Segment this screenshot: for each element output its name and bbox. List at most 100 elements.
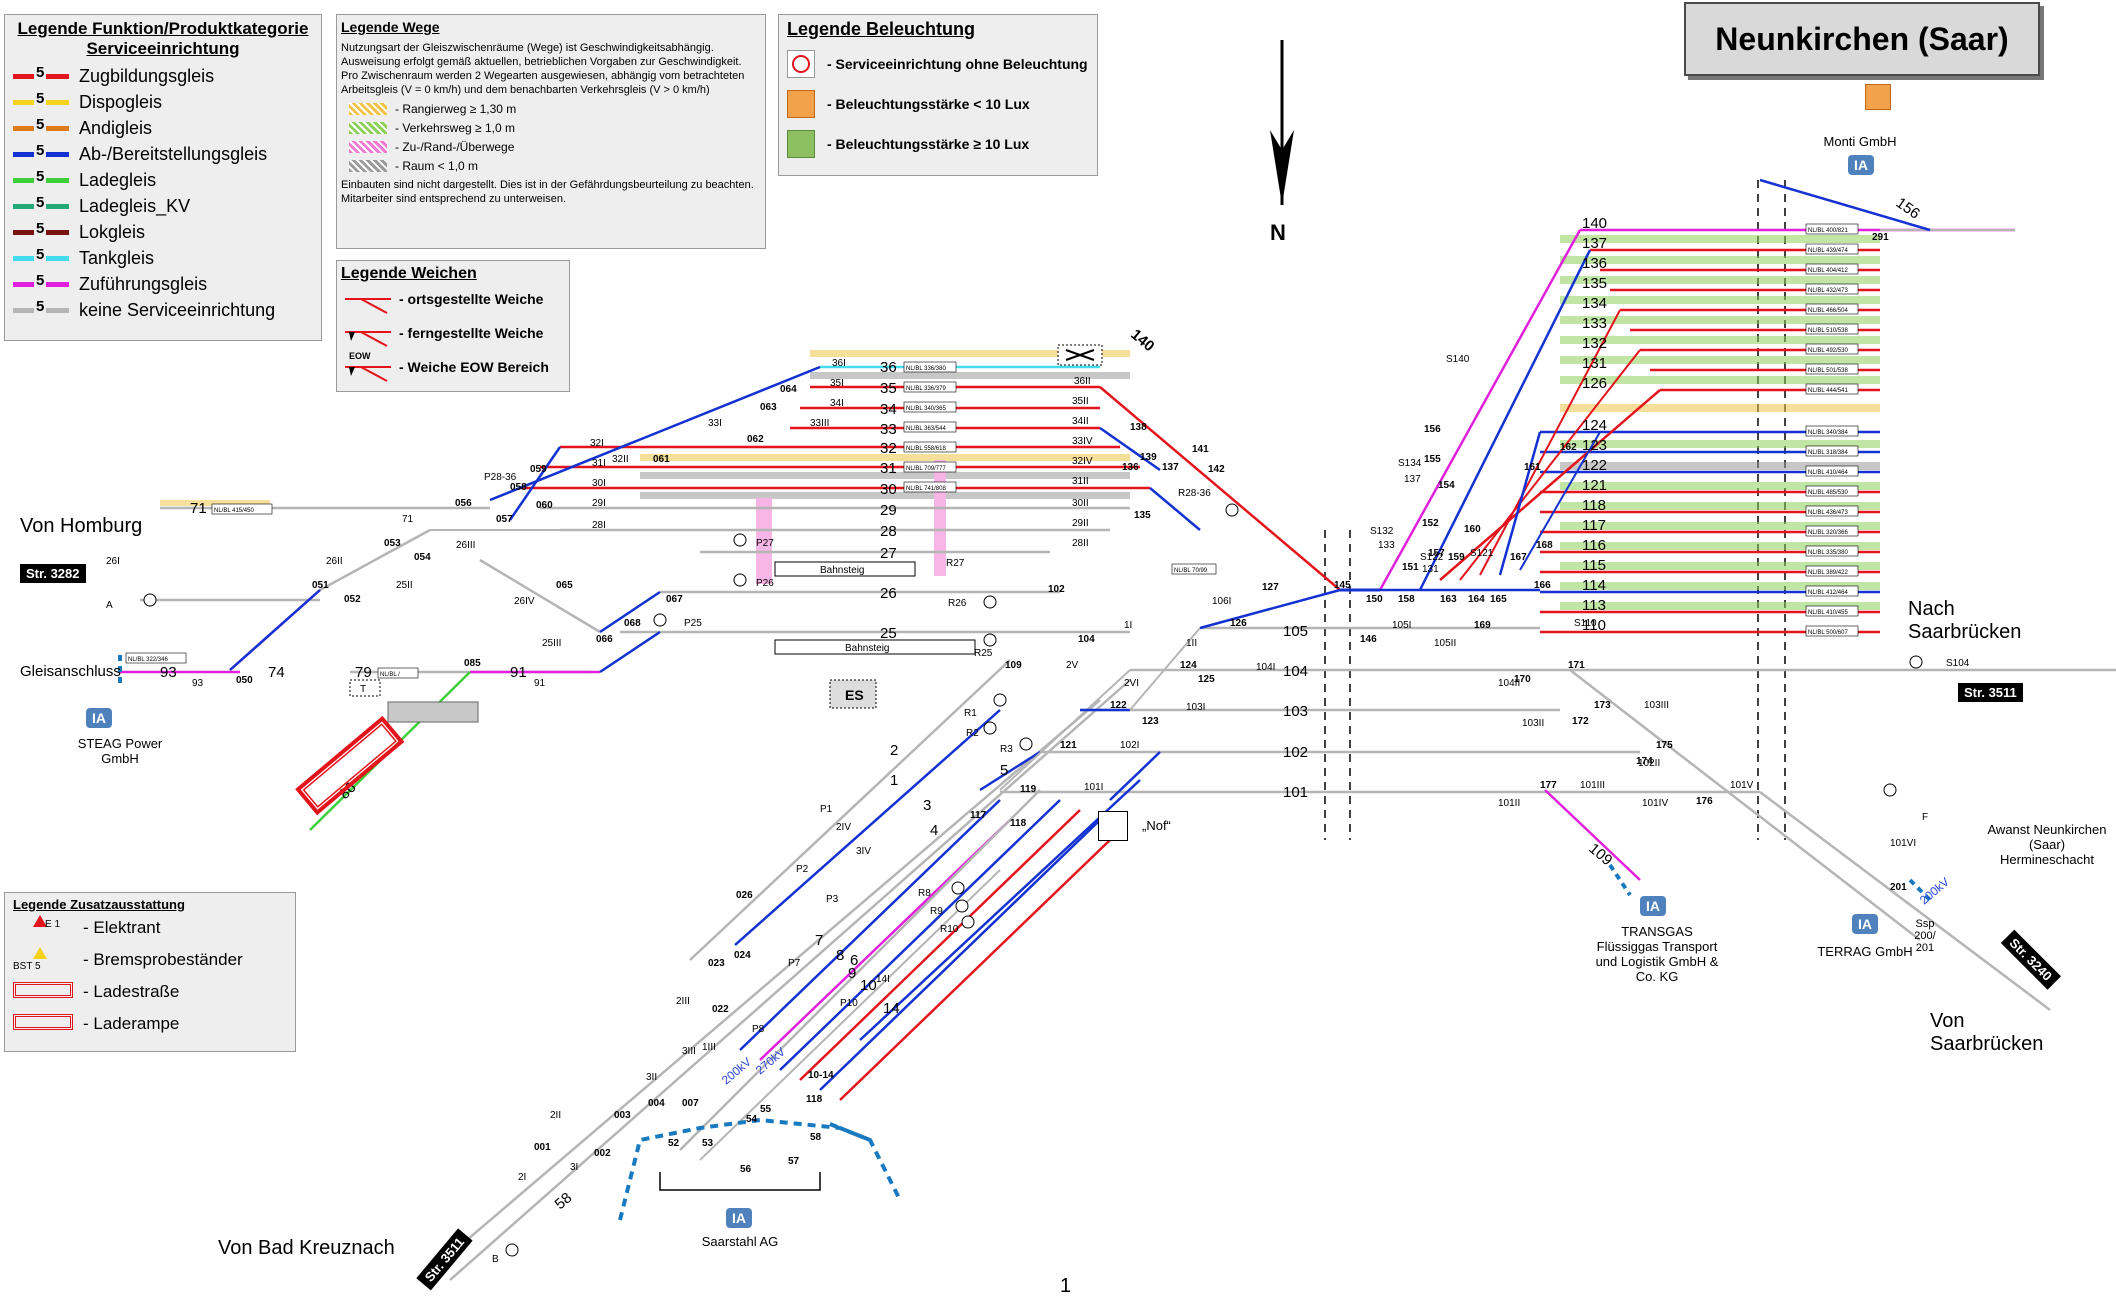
legend-function-label: Dispogleis [79, 91, 163, 112]
legend-weichen-item-0: - ortsgestellte Weiche [399, 291, 544, 307]
switch-label: 146 [1360, 634, 1377, 645]
legend-function-label: Zugbildungsgleis [79, 65, 215, 86]
legend-line-number: 5 [34, 63, 47, 81]
signal-label: S132 [1370, 526, 1394, 537]
green-lamp-icon [787, 130, 815, 158]
legend-line-number: 5 [34, 167, 47, 185]
track-tag-box [377, 667, 419, 679]
signal-label: 93 [192, 678, 204, 689]
switch-label: 127 [1262, 582, 1279, 593]
legend-line-number: 5 [34, 297, 47, 315]
legend-weichen-title: Legende Weichen [341, 265, 477, 282]
legend-function-label: Ab-/Bereitstellungsgleis [79, 143, 268, 164]
track-label-28: 28 [880, 523, 897, 540]
signal-icon [951, 881, 965, 895]
switch-label: 168 [1536, 540, 1553, 551]
switch-label: 002 [594, 1148, 611, 1159]
company-transgas: TRANSGAS Flüssiggas Transport und Logist… [1595, 924, 1719, 984]
signal-label: P8 [752, 1024, 765, 1035]
track-tag-box [1805, 545, 1859, 557]
legend-wege-label: - Raum < 1,0 m [395, 159, 479, 173]
track-label-156: 156 [1893, 194, 1923, 222]
switch-label: 054 [414, 552, 431, 563]
signal-icon [733, 533, 747, 547]
switch-label: 125 [1198, 674, 1215, 685]
track-label-118: 118 [1582, 497, 1606, 514]
place-nach-saarbruecken: Nach Saarbrücken [1908, 598, 2022, 643]
track-label-79: 79 [355, 664, 372, 681]
es-box [829, 679, 877, 709]
place-awanst: Awanst Neunkirchen (Saar) Hermineschacht [1987, 822, 2107, 867]
switch-label: 059 [530, 464, 547, 475]
track-label-113: 113 [1582, 597, 1606, 614]
signal-icon [993, 693, 1007, 707]
legend-function-label: Tankgleis [79, 247, 155, 268]
switch-label: 172 [1572, 716, 1589, 727]
left-yard: 140 36 35 34 33 32 31 30 29 28 27 26 25 … [120, 326, 1341, 831]
switch-label: 135 [1134, 510, 1151, 521]
track-label-137: 137 [1582, 235, 1607, 252]
legend-function-label: Ladegleis_KV [79, 195, 191, 216]
track-label-104: 104 [1283, 663, 1308, 680]
switch-label: 051 [312, 580, 329, 591]
signal-icon [955, 899, 969, 913]
speed-label-3: 200kV [1917, 875, 1952, 908]
track-label-36: 36 [880, 359, 897, 376]
track-label-10: 10 [860, 977, 877, 994]
legend-beleuchtung: Legende Beleuchtung - Serviceeinrichtung… [778, 14, 1098, 176]
legend-wege-item: - Raum < 1,0 m [341, 159, 761, 173]
switch-label: 024 [734, 950, 751, 961]
platform-2-label: Bahnsteig [845, 643, 889, 654]
switch-label: 152 [1422, 518, 1439, 529]
signal-label: 28I [592, 520, 606, 531]
switch-label: 169 [1474, 620, 1491, 631]
track-tag-box [1805, 303, 1859, 315]
signal-label: 35II [1072, 396, 1089, 407]
signal-label: 25II [396, 580, 413, 591]
switch-label: 170 [1514, 674, 1531, 685]
signal-label: B [492, 1254, 499, 1265]
switch-label: 066 [596, 634, 613, 645]
signal-label: 104II [1498, 678, 1520, 689]
track-label-5: 5 [1000, 762, 1008, 779]
track-tag-box [125, 652, 187, 664]
signal-label: 14I [876, 974, 890, 985]
track-tag: NL/BL 340/384 [1808, 430, 1848, 436]
signal-label: 133 [1378, 540, 1395, 551]
no-light-icon [787, 50, 815, 78]
station-title: Neunkirchen (Saar) [1684, 2, 2040, 76]
track-tag: NL/BL 709/777 [906, 466, 946, 472]
legend-zusatz-item-1: - Bremsprobeständer [83, 950, 243, 969]
track-tag-box [1805, 505, 1859, 517]
switch-label: 56 [740, 1164, 752, 1175]
signal-label: 2VI [1124, 678, 1139, 689]
track-tag: NL/BL 501/538 [1808, 368, 1848, 374]
signal-label: 26II [326, 556, 343, 567]
legend-function-label: keine Serviceeinrichtung [79, 299, 276, 320]
switch-label: 171 [1568, 660, 1585, 671]
track-tag-box [211, 503, 273, 515]
north-arrow-icon: N [1270, 40, 1294, 245]
track-label-29: 29 [880, 502, 897, 519]
company-terrag: TERRAG GmbH [1817, 944, 1913, 959]
signal-label: R27 [946, 558, 965, 569]
legend-line-number: 5 [34, 193, 47, 211]
signal-label: 103II [1522, 718, 1544, 729]
track-tag-box [1805, 363, 1859, 375]
switch-label: 138 [1130, 422, 1147, 433]
switch-label: 061 [653, 454, 670, 465]
place-von-saarbruecken: Von Saarbrücken [1930, 1010, 2044, 1055]
switch-label: 162 [1560, 442, 1577, 453]
track-label-114: 114 [1582, 577, 1606, 594]
switch-label: 145 [1334, 580, 1351, 591]
legend-line-number: 5 [34, 271, 47, 289]
track-label-35: 35 [880, 380, 897, 397]
track-label-30: 30 [880, 481, 897, 498]
platform-2 [774, 639, 976, 655]
place-gleisanschluss: Gleisanschluss [20, 663, 121, 680]
signal-label: R10 [940, 924, 959, 935]
switch-label: 52 [668, 1138, 680, 1149]
signal-label: P25 [684, 618, 702, 629]
main-lines: 105 104 103 102 101 109 [1000, 623, 2116, 1011]
